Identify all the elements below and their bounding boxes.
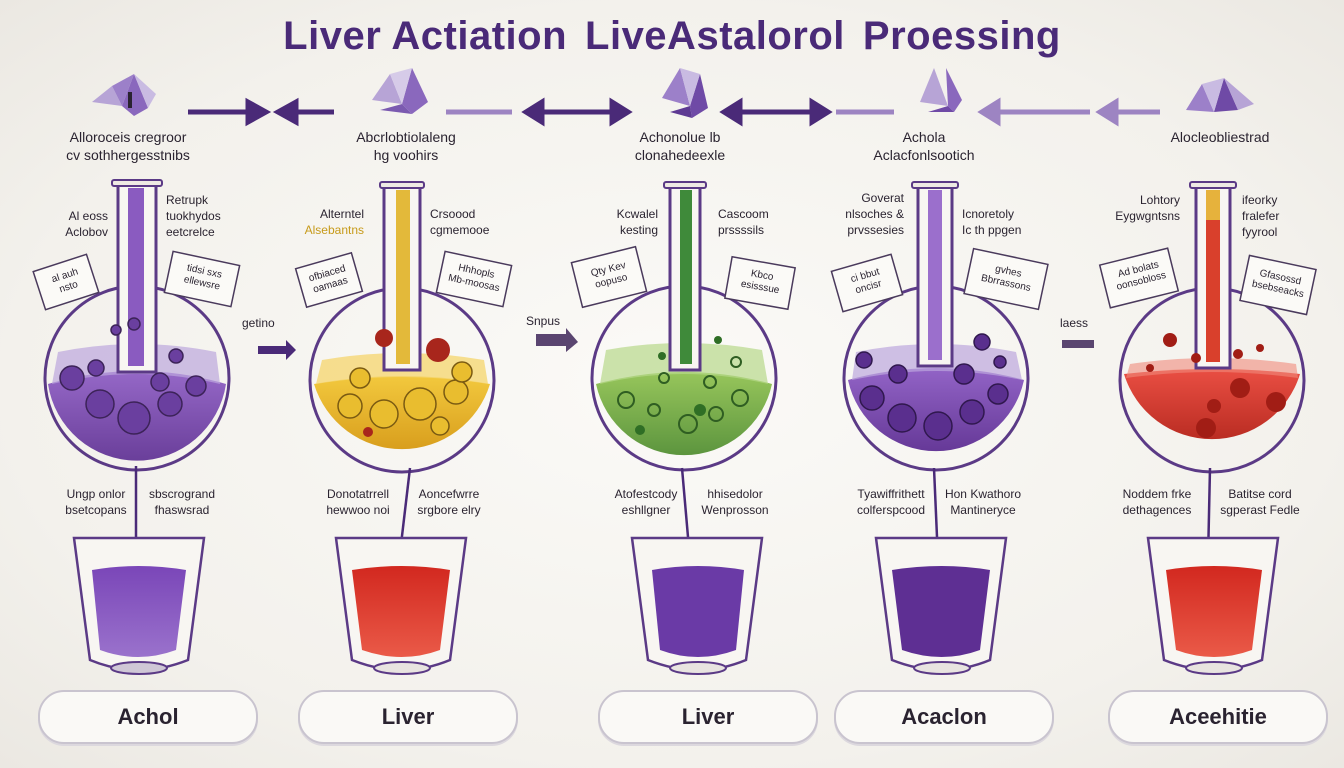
- cup-1: [72, 536, 206, 675]
- stage-4-right-note: Icnoretoly Ic th ppgen: [962, 207, 1022, 237]
- stage-3-cup-right: hhisedolor Wenprosson: [701, 487, 769, 517]
- stage-5-heading: Alocleobliestrad: [1170, 129, 1270, 145]
- stage-4-left-note: Goverat nlsoches & prvssesies: [845, 191, 904, 237]
- arrow-double-2: [521, 97, 633, 127]
- stage-3-right-note: Cascoom prssssils: [718, 207, 769, 237]
- stage-2-pill: Liver: [298, 690, 518, 744]
- cup-3: [630, 536, 764, 675]
- flask-4: [842, 181, 1030, 472]
- stage-3-left-note: Kcwalel kesting: [616, 207, 658, 237]
- stage-5-left-note: Lohtory Eygwgntsns: [1115, 193, 1180, 223]
- stage-1-right-note: Retrupk tuokhydos eetcrelce: [166, 193, 221, 239]
- stage-5-pill: Aceehitie: [1108, 690, 1328, 744]
- cup-2: [334, 536, 468, 675]
- crystal-icon-1: [92, 74, 156, 116]
- stage-1-heading: Alloroceis cregroor cv sothhergesstnibs: [66, 129, 190, 163]
- crystal-icon-4: [920, 68, 962, 112]
- stage-2-left-note: Alterntel Alsebantns: [304, 207, 364, 237]
- title-part-2: LiveAstalorol: [585, 14, 845, 58]
- stage-1-cup-left: Ungp onlor bsetcopans: [65, 487, 127, 517]
- flask-2: [308, 181, 496, 474]
- mid-label-2: Snpus: [526, 314, 561, 328]
- stage-4-pill: Acaclon: [834, 690, 1054, 744]
- stage-5-right-note: ifeorky fralefer fyyrool: [1242, 193, 1280, 239]
- cup-5: [1146, 536, 1280, 675]
- stage-5-cup-right: Batitse cord sgperast Fedle: [1220, 487, 1300, 517]
- cup-4: [874, 536, 1008, 675]
- stage-1-pill: Achol: [38, 690, 258, 744]
- stage-4-name: Acaclon: [901, 704, 987, 729]
- stage-2-cup-right: Aoncefwrre srgbore elry: [417, 487, 481, 517]
- stage-2-right-note: Crsoood cgmemooe: [430, 207, 490, 237]
- stage-2-cup-left: Donotatrrell hewwoo noi: [326, 487, 390, 517]
- stage-4-cup-left: Tyawiffrithett colferspcood: [856, 487, 926, 517]
- flask-3: [590, 181, 778, 472]
- stage-3-name: Liver: [681, 704, 735, 729]
- title-part-1: Liver Actiation: [283, 14, 568, 58]
- arrow-left-1: [272, 97, 334, 127]
- arrow-right-1: [188, 97, 272, 127]
- stage-1-cup-right: sbscrogrand fhaswsrad: [148, 487, 216, 517]
- crystal-icon-5: [1186, 78, 1254, 112]
- stage-1-name: Achol: [117, 704, 179, 729]
- stage-3-heading: Achonolue lb clonahedeexle: [634, 129, 726, 163]
- stage-2-name: Liver: [381, 704, 435, 729]
- arrow-left-4: [977, 97, 1090, 127]
- stage-5-name: Aceehitie: [1169, 704, 1267, 729]
- title-part-3: Proessing: [862, 14, 1061, 58]
- mid-label-3: laess: [1060, 316, 1089, 330]
- stage-3-pill: Liver: [598, 690, 818, 744]
- stage-5-cup-left: Noddem frke dethagences: [1122, 487, 1192, 517]
- stage-3-cup-left: Atofestcody eshllgner: [614, 487, 678, 517]
- top-arrows: [188, 97, 1160, 127]
- flask-5: [1118, 181, 1306, 474]
- arrow-double-3: [719, 97, 833, 127]
- crystal-icon-2: [372, 68, 428, 114]
- stage-2-heading: Abcrlobtiolaleng hg voohirs: [356, 129, 456, 163]
- stage-4-cup-right: Hon Kwathoro Mantineryce: [944, 487, 1022, 517]
- paper-cards: [32, 245, 1317, 316]
- mid-arrows: [258, 328, 1094, 360]
- page-title: Liver Actiation LiveAstalorol Proessing: [0, 14, 1344, 59]
- crystal-icon-3: [662, 68, 708, 118]
- arrow-left-5: [1095, 97, 1160, 127]
- mid-label-1: getino: [242, 316, 275, 330]
- stage-1-left-note: Al eoss Aclobov: [65, 209, 108, 239]
- stage-4-heading: Achola Aclacfonlsootich: [873, 129, 975, 163]
